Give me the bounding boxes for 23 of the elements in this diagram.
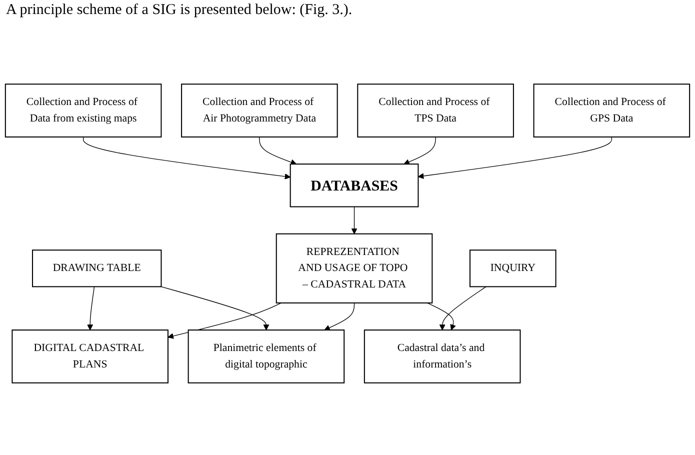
arrow — [324, 302, 355, 331]
arrow — [168, 302, 282, 339]
node-box: Cadastral data’s and information’s — [364, 330, 521, 384]
node-box: DRAWING TABLE — [32, 250, 162, 288]
node-box: DIGITAL CADASTRAL PLANS — [12, 330, 168, 384]
arrow — [418, 136, 612, 179]
arrow — [87, 286, 95, 330]
node-box: REPREZENTATION AND USAGE OF TOPO – CADASTRAL DATA — [276, 233, 433, 304]
node-box: Collection and Process of GPS Data — [533, 84, 690, 138]
arrow — [160, 286, 270, 330]
arrow — [426, 302, 456, 330]
arrow — [259, 136, 297, 165]
node-box: Collection and Process of Air Photogrammetry Data — [181, 84, 338, 138]
node-box: Planimetric elements of digital topographic — [188, 330, 345, 384]
intro-sentence: A principle scheme of a SIG is presented below: (Fig. 3.). — [6, 2, 354, 19]
node-box: Collection and Process of TPS Data — [357, 84, 514, 138]
arrow — [404, 136, 436, 165]
node-box: DATABASES — [290, 164, 419, 208]
arrow — [82, 136, 291, 180]
node-box: INQUIRY — [469, 250, 556, 288]
arrow — [439, 286, 486, 330]
node-box: Collection and Process of Data from existing maps — [4, 84, 162, 138]
arrow — [351, 206, 358, 234]
